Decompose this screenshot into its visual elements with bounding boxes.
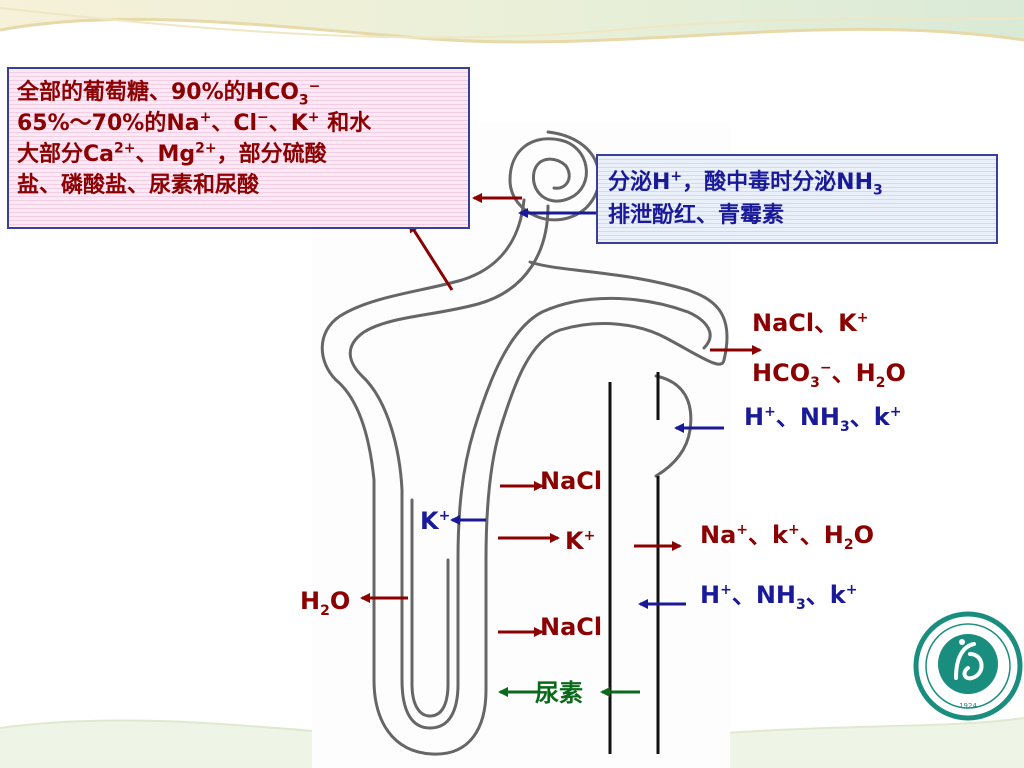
loop-k-secretion-label: K+: [420, 507, 451, 535]
proximal-reabsorption-arrow: [408, 222, 454, 291]
top-wave-decoration: [0, 0, 1024, 44]
seal-year: 1924: [959, 702, 977, 710]
proximal-line-3: 大部分Ca2+、Mg2+，部分硫酸: [17, 140, 327, 167]
secretion-line-2: 排泄酚红、青霉素: [608, 203, 785, 228]
proximal-secretion-box: 分泌H+，酸中毒时分泌NH3 排泄酚红、青霉素: [596, 154, 998, 244]
university-seal-logo: 1924: [913, 611, 1023, 721]
loop-h2o-label: H2O: [300, 587, 351, 619]
nephron-tubule: [320, 130, 729, 756]
loop-nacl-bottom-label: NaCl: [540, 613, 603, 641]
loop-k-reabsorption-label: K+: [565, 527, 596, 555]
distal-hco3-h2o-label: HCO3−、H2O: [752, 359, 906, 391]
secretion-line-1: 分泌H+，酸中毒时分泌NH3: [608, 168, 883, 199]
distal-h-nh3-k-label: H+、NH3、k+: [744, 403, 902, 435]
loop-nacl-top-label: NaCl: [540, 467, 603, 495]
urea-label: 尿素: [535, 679, 583, 707]
proximal-line-2: 65%～70%的Na+、Cl−、K+ 和水: [17, 109, 372, 136]
proximal-line-1: 全部的葡萄糖、90%的HCO3−: [17, 78, 321, 109]
distal-nacl-k-label: NaCl、K+: [752, 309, 869, 337]
proximal-line-4: 盐、磷酸盐、尿素和尿酸: [17, 173, 260, 198]
collecting-h-nh3-k-label: H+、NH3、k+: [700, 581, 858, 613]
collecting-na-k-h2o-label: Na+、k+、H2O: [700, 521, 874, 553]
proximal-reabsorption-box: 全部的葡萄糖、90%的HCO3− 65%～70%的Na+、Cl−、K+ 和水 大…: [7, 67, 470, 229]
